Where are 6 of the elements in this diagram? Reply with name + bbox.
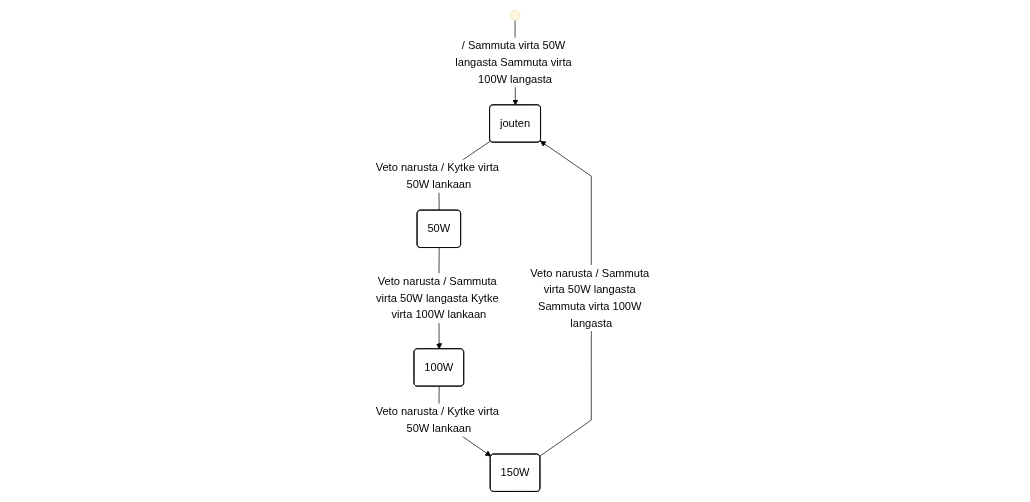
edge-label: Veto narusta / Sammuta virta 50W langasta Kytke virta 100W lankaan [375,275,499,321]
edge-label: / Sammuta virta 50W langasta Sammuta virta 100W langasta [455,39,572,85]
edge-label: Veto narusta / Sammuta virta 50W langasta Sammuta virta 100W langasta [530,266,650,329]
node-circle [509,10,521,21]
edge-label: Veto narusta / Kytke virta 50W lankaan [375,405,499,434]
edge-label: Veto narusta / Kytke virta 50W lankaan [375,161,499,191]
